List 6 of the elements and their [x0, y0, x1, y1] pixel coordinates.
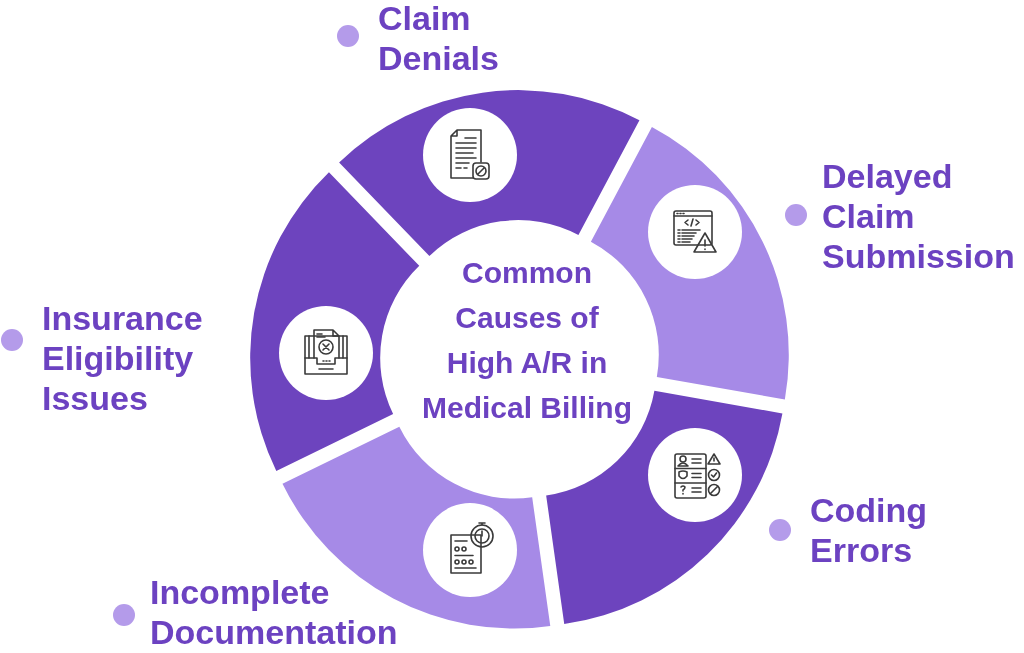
segment-label: Claim Denials — [378, 0, 500, 78]
segment-label: Incomplete Documentation — [150, 572, 399, 652]
center-title: Common Causes of High A/R in Medical Billing — [421, 255, 633, 426]
segment-label: Insurance Eligibility Issues — [42, 298, 204, 418]
segment-label: Coding Errors — [810, 490, 929, 570]
segment-label: Delayed Claim Submission — [822, 156, 1016, 276]
